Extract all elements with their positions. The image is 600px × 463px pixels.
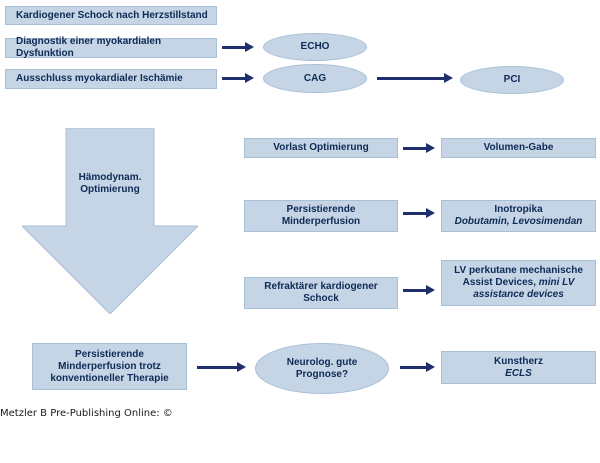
arrow-ausschluss-cag — [222, 73, 254, 83]
lv-line-1: LV perkutane mechanische — [454, 265, 583, 276]
haemodynam-line-2: Optimierung — [80, 184, 140, 195]
persistierende-trotz-box: Persistierende Minderperfusion trotz kon… — [32, 343, 187, 390]
neurolog-line-1: Neurolog. gute — [286, 356, 358, 368]
haemodynam-label: Hämodynam. Optimierung — [66, 172, 154, 196]
inotropika-title: Inotropika — [494, 204, 543, 215]
neurolog-line-2: Prognose? — [295, 368, 349, 380]
title-text: Kardiogener Schock nach Herzstillstand — [16, 9, 208, 21]
big-down-arrow — [22, 128, 198, 314]
lv-line-2: Assist Devices, mini LV — [463, 277, 575, 289]
arrow-trotz-neurolog — [197, 362, 246, 372]
arrow-refraktaer-lv — [403, 285, 435, 295]
kunstherz-box: Kunstherz ECLS — [441, 351, 596, 384]
trotz-line-1: Persistierende — [75, 348, 144, 360]
diagnostik-box: Diagnostik einer myokardialen Dysfunktio… — [5, 36, 217, 59]
credit-text: Metzler B Pre-Publishing Online: © — [0, 408, 173, 419]
ausschluss-text: Ausschluss myokardialer Ischämie — [16, 73, 183, 84]
echo-oval: ECHO — [263, 33, 367, 61]
lv-devices-box: LV perkutane mechanische Assist Devices,… — [441, 260, 596, 306]
kunstherz-title: Kunstherz — [494, 355, 543, 367]
pci-text: PCI — [503, 74, 521, 85]
title-box: Kardiogener Schock nach Herzstillstand — [5, 6, 217, 25]
inotropika-box: Inotropika Dobutamin, Levosimendan — [441, 200, 596, 232]
refraktaer-box: Refraktärer kardiogener Schock — [244, 277, 398, 309]
vorlast-text: Vorlast Optimierung — [273, 142, 369, 153]
arrow-cag-pci — [377, 73, 453, 83]
pci-oval: PCI — [460, 66, 564, 94]
lv-line-2b: mini LV — [538, 277, 575, 288]
arrow-persistierende-inotropika — [403, 208, 435, 218]
arrow-vorlast-volumen — [403, 143, 435, 153]
lv-line-2a: Assist Devices, — [462, 277, 539, 288]
volumen-box: Volumen-Gabe — [441, 138, 596, 158]
persistierende-box: Persistierende Minderperfusion — [244, 200, 398, 232]
diagnostik-text: Diagnostik einer myokardialen Dysfunktio… — [16, 36, 162, 59]
trotz-line-2: Minderperfusion trotz — [58, 360, 161, 372]
cag-text: CAG — [303, 72, 327, 84]
kunstherz-sub: ECLS — [505, 367, 532, 379]
arrow-diagnostik-echo — [222, 42, 254, 52]
persistierende-line-1: Persistierende — [286, 204, 356, 215]
lv-line-3: assistance devices — [473, 289, 564, 300]
haemodynam-line-1: Hämodynam. — [78, 172, 142, 183]
arrow-neurolog-kunstherz — [400, 362, 435, 372]
cag-oval: CAG — [263, 64, 367, 93]
vorlast-box: Vorlast Optimierung — [244, 138, 398, 158]
refraktaer-line-2: Schock — [303, 293, 339, 304]
refraktaer-line-1: Refraktärer kardiogener — [264, 281, 378, 292]
inotropika-sub: Dobutamin, Levosimendan — [454, 216, 583, 227]
echo-text: ECHO — [300, 41, 330, 52]
ausschluss-box: Ausschluss myokardialer Ischämie — [5, 69, 217, 89]
persistierende-line-2: Minderperfusion — [281, 216, 361, 227]
neurolog-oval: Neurolog. gute Prognose? — [255, 343, 389, 394]
trotz-line-3: konventioneller Therapie — [50, 372, 169, 384]
volumen-text: Volumen-Gabe — [483, 142, 554, 153]
